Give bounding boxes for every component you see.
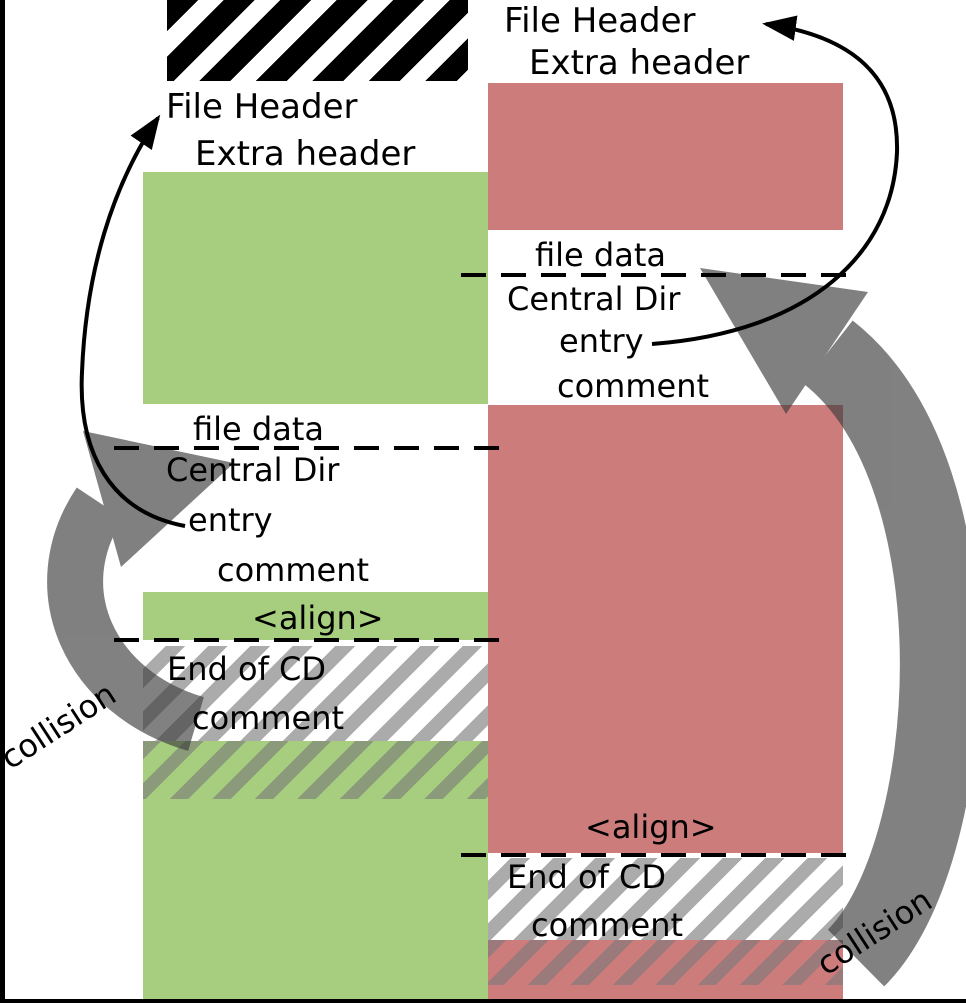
right-central-dir-label: Central Dir — [507, 280, 681, 318]
left-central-dir-entry-label: entry — [188, 501, 273, 539]
right-red-block-top — [488, 83, 843, 230]
left-central-dir-label: Central Dir — [166, 451, 340, 489]
left-end-of-cd-comment-label: comment — [192, 699, 345, 737]
figure-left-edge — [0, 0, 5, 1003]
right-red-block-main — [488, 405, 843, 853]
right-extra-header-label: Extra header — [529, 43, 750, 83]
left-collision-label: collision — [0, 674, 123, 777]
left-green-block-bottom — [143, 799, 488, 1003]
right-comment-label: comment — [557, 367, 710, 405]
left-file-data-label: file data — [193, 410, 324, 448]
right-end-of-cd-comment-label: comment — [531, 906, 684, 944]
right-file-data-label: file data — [535, 236, 666, 274]
right-end-of-cd-label: End of CD — [507, 858, 666, 896]
right-end-of-cd-hatched-block — [488, 858, 843, 940]
right-red-block-bottom — [488, 985, 843, 1003]
left-green-hatched-block — [143, 741, 488, 799]
figure-bottom-edge — [0, 999, 966, 1003]
left-top-hatched-block — [167, 0, 468, 81]
right-file-header-label: File Header — [504, 1, 696, 41]
left-comment-label: comment — [217, 551, 370, 589]
left-extra-header-label: Extra header — [195, 134, 416, 174]
right-central-dir-entry-label: entry — [559, 322, 644, 360]
right-align-label: <align> — [585, 808, 717, 846]
right-red-hatched-block — [488, 940, 843, 985]
left-end-of-cd-label: End of CD — [167, 650, 326, 688]
left-file-header-label: File Header — [166, 87, 358, 127]
left-green-block-top — [143, 172, 488, 404]
left-align-label: <align> — [252, 599, 384, 637]
